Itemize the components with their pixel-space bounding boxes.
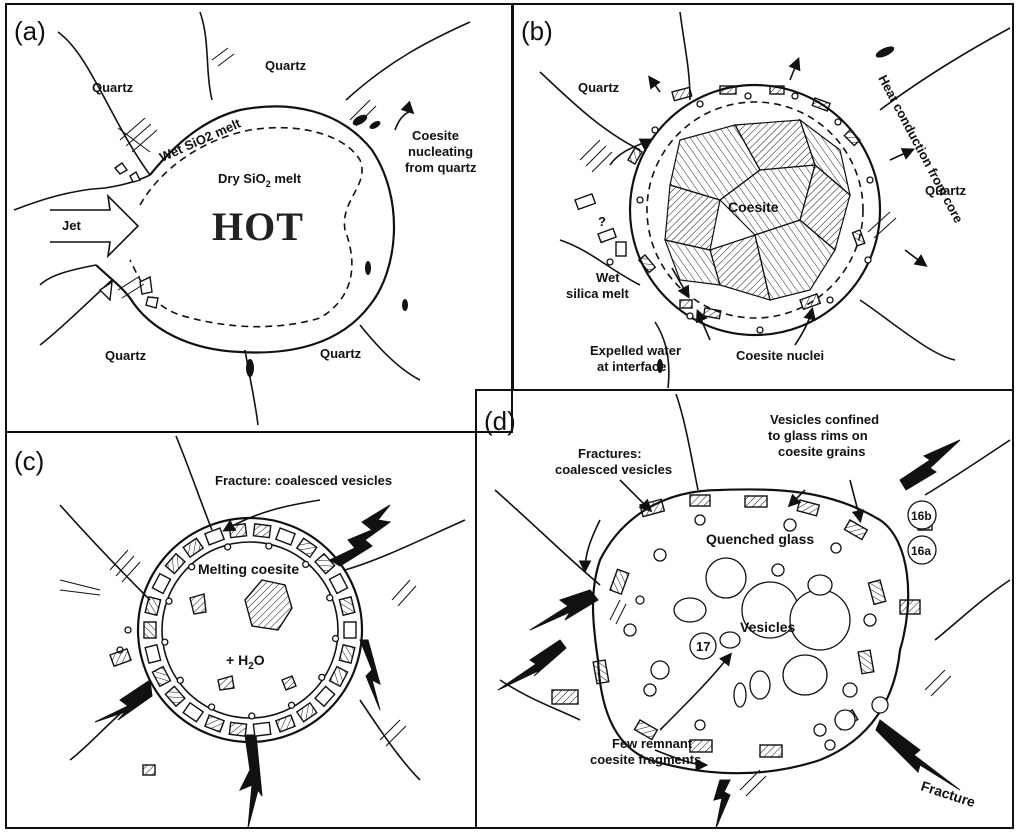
coesite-fragment [205, 528, 224, 545]
coesite-fragment [152, 574, 170, 594]
label-remnant-coesite: coesite fragments [590, 752, 701, 767]
label-h2o: + H2O [226, 652, 265, 672]
coesite-fragment [165, 554, 185, 574]
coesite-fragment [253, 722, 270, 736]
ref-16b-label: 16b [911, 509, 932, 523]
label-quenched-glass: Quenched glass [706, 531, 814, 547]
coesite-fragment [152, 667, 170, 687]
label-quartz: Quartz [320, 346, 362, 361]
label-quartz: Quartz [265, 58, 307, 73]
coesite-fragment [253, 524, 270, 538]
coesite-fragment [165, 686, 185, 706]
label-expelled-water: Expelled water [590, 343, 681, 358]
vesicle [266, 543, 272, 549]
label-coesite-nucleating: from quartz [405, 160, 477, 175]
vesicle [289, 702, 295, 708]
label-quartz: Quartz [105, 348, 147, 363]
panel-c-letter: (c) [14, 446, 44, 476]
label-melting-coesite: Melting coesite [198, 561, 299, 577]
label-vesicles-confined: coesite grains [778, 444, 865, 459]
vesicle [319, 674, 325, 680]
panel-a-letter: (a) [14, 16, 46, 46]
coesite-fragment [297, 538, 317, 557]
label-quartz: Quartz [92, 80, 134, 95]
coesite-fragment [229, 722, 246, 736]
panel-a: (a) [6, 4, 512, 432]
panel-c: (c) Fracture: coalesce [6, 432, 476, 828]
label-question: ? [598, 214, 606, 229]
vesicle [189, 564, 195, 570]
vesicle [162, 639, 168, 645]
vesicle [166, 598, 172, 604]
panel-d: (d) [476, 390, 1013, 828]
panel-d-letter: (d) [484, 406, 516, 436]
vesicle [249, 713, 255, 719]
label-coesite: Coesite [728, 199, 779, 215]
label-dry-melt: Dry SiO2 melt [218, 171, 302, 189]
label-vesicles: Vesicles [740, 619, 795, 635]
label-remnant-coesite: Few remnant [612, 736, 693, 751]
label-coesite-nuclei: Coesite nuclei [736, 348, 824, 363]
label-quartz: Quartz [578, 80, 620, 95]
ref-17-label: 17 [696, 639, 710, 654]
label-fracture: Fracture: coalesced vesicles [215, 473, 392, 488]
label-fractures: Fractures: [578, 446, 642, 461]
label-heat-conduction: Heat conduction from core [875, 72, 966, 225]
coesite-fragment [276, 528, 295, 545]
coesite-fragment [205, 715, 224, 732]
coesite-fragment [315, 686, 335, 706]
coesite-fragment [330, 667, 348, 687]
label-wet-melt: Wet SiO2 melt [157, 115, 243, 164]
vesicle [225, 544, 231, 550]
coesite-fragment [183, 538, 203, 557]
label-vesicles-confined: Vesicles confined [770, 412, 879, 427]
label-expelled-water: at interface [597, 359, 666, 374]
label-wet-silica-melt: silica melt [566, 286, 630, 301]
coesite-fragment [339, 645, 354, 663]
coesite-fragment [297, 703, 317, 722]
label-coesite-nucleating: Coesite [412, 128, 459, 143]
coesite-fragment [183, 703, 203, 722]
label-jet: Jet [62, 218, 81, 233]
vesicle [333, 636, 339, 642]
label-fractures: coalesced vesicles [555, 462, 672, 477]
panel-b-letter: (b) [521, 16, 553, 46]
label-vesicles-confined: to glass rims on [768, 428, 868, 443]
coesite-fragment [339, 597, 354, 615]
coesite-fragment [344, 622, 356, 638]
coesite-fragment [276, 715, 295, 732]
coesite-fragment [145, 597, 160, 615]
label-coesite-nucleating: nucleating [408, 144, 473, 159]
coesite-fragment [330, 574, 348, 594]
vesicle [303, 561, 309, 567]
coesite-fragment [315, 554, 335, 574]
panel-c-frame [6, 432, 476, 828]
ref-16a-label: 16a [911, 544, 931, 558]
coesite-fragment [144, 622, 156, 638]
panel-b: (b) [513, 4, 1013, 390]
vesicle [177, 677, 183, 683]
label-hot: HOT [212, 204, 304, 249]
vesicle [327, 595, 333, 601]
label-wet-silica-melt: Wet [596, 270, 620, 285]
coesite-fragment [145, 645, 160, 663]
vesicle [209, 704, 215, 710]
melt-pocket [138, 518, 362, 742]
